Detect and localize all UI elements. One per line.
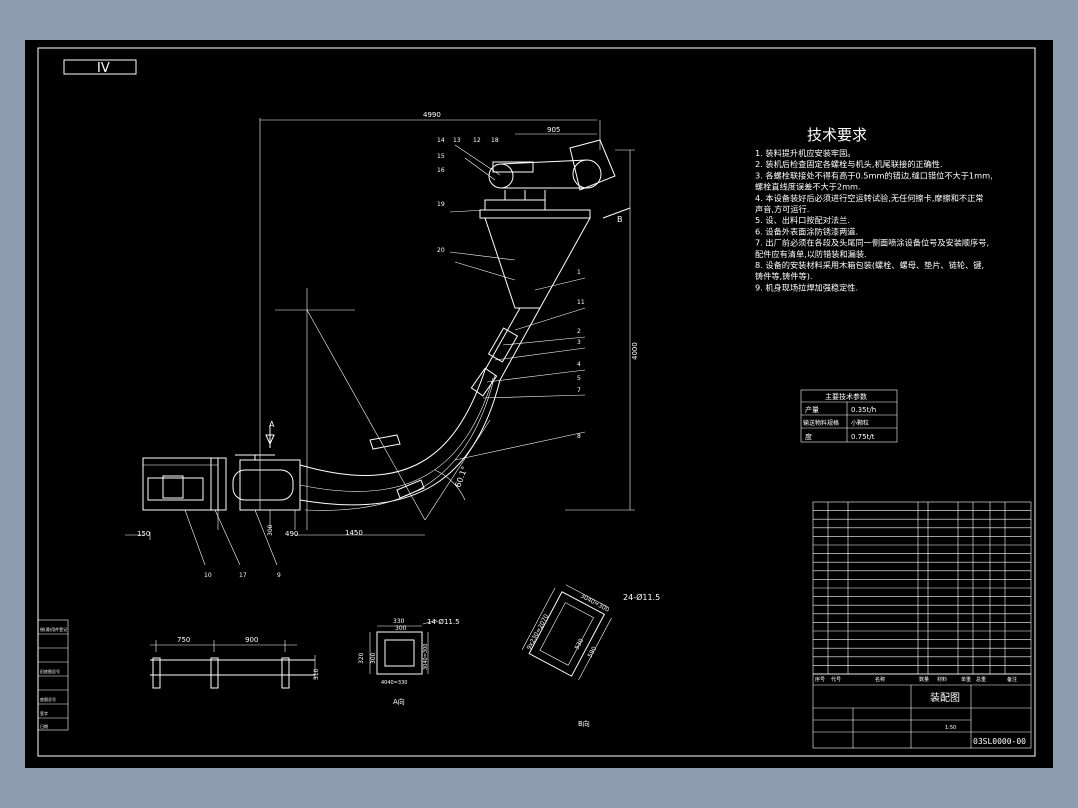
tech-req-line: 声音,方可运行.: [755, 204, 809, 214]
parts-list: 序号 代号 名称 数量 材料 单重 总重 备注: [812, 501, 1032, 683]
sheet-border: [37, 47, 1036, 757]
callout: 15: [437, 153, 445, 160]
callout: 13: [453, 137, 461, 144]
view-marker-a: A: [269, 420, 275, 429]
dim-angle: 60.1°: [453, 465, 469, 489]
callout: 1: [577, 269, 581, 276]
dim-height-total: 4000: [631, 342, 639, 360]
view-marker-b: B: [617, 215, 623, 224]
param-value: 0.35t/h: [851, 406, 876, 414]
tech-req-line: 配件应有清单,以防错装和漏装.: [755, 249, 867, 259]
params-title: 主要技术参数: [825, 392, 867, 401]
dim-150: 150: [137, 530, 150, 538]
callout: 14: [437, 137, 445, 144]
zone-label: IV: [97, 61, 110, 76]
technical-requirements: 技术要求 1. 装料提升机应安装牢固。2. 装机后检查固定各螺栓与机头,机尾联接…: [755, 126, 993, 292]
dim-a-right2: 3040=300: [423, 644, 429, 670]
dim-head-width: 905: [547, 126, 560, 134]
tech-req-line: 铸件等,铸件等).: [755, 271, 813, 281]
callout: 10: [204, 572, 212, 579]
bottom-plan-view: 750 900 310: [150, 636, 320, 689]
strip-cell: 旧底图总号: [40, 668, 60, 674]
header-cell: 材料: [937, 676, 947, 683]
callout: 5: [577, 375, 581, 382]
main-elevation-view: [125, 118, 635, 566]
dim-300: 300: [267, 524, 274, 536]
callout: 2: [577, 328, 581, 335]
dim-a-holes: 14-Ø11.5: [427, 618, 460, 626]
dim-a-330: 330: [393, 618, 405, 625]
tech-req-title: 技术要求: [807, 126, 867, 144]
callout: 8: [577, 433, 581, 440]
header-cell: 数量: [919, 676, 929, 683]
tech-req-line: 5. 设、出料口按配对法兰.: [755, 215, 850, 225]
header-cell: 总重: [976, 676, 986, 683]
header-cell: 序号: [815, 676, 825, 683]
dim-b-left: 9x230=2070: [526, 613, 551, 651]
dim-b-mid: 530: [574, 637, 586, 651]
param-name: 产量: [805, 405, 819, 414]
callout: 20: [437, 247, 445, 254]
dim-b-holes: 24-Ø11.5: [623, 592, 660, 602]
tech-req-line: 1. 装料提升机应安装牢固。: [755, 148, 855, 158]
strip-cell: 借(通)用件登记: [40, 626, 67, 632]
callout: 17: [239, 572, 247, 579]
callout: 11: [577, 299, 585, 306]
section-a-view: 330 300 14-Ø11.5 320 300 3040=300 4040=3…: [358, 618, 460, 706]
param-value: 0.75t/t: [851, 433, 875, 441]
tech-req-line: 4. 本设备装好后必须进行空运转试验,无任何擦卡,摩擦和不正常: [755, 193, 984, 203]
callout: 12: [473, 137, 481, 144]
dim-750: 750: [177, 636, 190, 644]
strip-cell: 签字: [40, 710, 48, 716]
callout: 16: [437, 167, 445, 174]
header-cell: 单重: [961, 676, 971, 683]
tech-req-line: 6. 设备外表面涂防锈漆两道.: [755, 226, 858, 236]
section-b-view: 3040=300 24-Ø11.5 9x230=2070 530 590 B向: [521, 584, 660, 728]
strip-cell: 底图总号: [40, 696, 56, 702]
drawing-scale: 1:50: [945, 725, 956, 731]
dim-a-right: 300: [370, 652, 377, 664]
callout: 18: [491, 137, 499, 144]
dim-900: 900: [245, 636, 258, 644]
param-name: 度: [805, 432, 812, 441]
left-strip: 借(通)用件登记 旧底图总号 底图总号 签字 日期: [37, 619, 69, 731]
dim-a-300: 300: [395, 625, 407, 632]
tech-req-line: 7. 出厂前必须在各段及头尾同一侧面喷涂设备位号及安装顺序号,: [755, 238, 989, 248]
title-block: 装配图 03SL0000-00 1:50: [812, 673, 1032, 749]
callout: 3: [577, 339, 581, 346]
drawing-title: 装配图: [930, 691, 960, 704]
dim-b-right: 590: [587, 645, 599, 659]
dim-a-left: 320: [358, 652, 365, 664]
callout: 9: [277, 572, 281, 579]
params-table: 主要技术参数 产量 0.35t/h 输送物料规格 小颗粒 度 0.75t/t: [800, 389, 898, 443]
callout: 7: [577, 387, 581, 394]
tech-req-line: 2. 装机后检查固定各螺栓与机头,机尾联接的正确性.: [755, 159, 943, 169]
view-title-a: A向: [393, 697, 405, 706]
cad-viewport[interactable]: IV 借(通)用件登记 旧底图总号 底图总号 签字 日期: [25, 40, 1053, 768]
param-name: 输送物料规格: [803, 419, 839, 427]
callout: 19: [437, 201, 445, 208]
dim-1450: 1450: [345, 529, 363, 537]
dim-490: 490: [285, 530, 298, 538]
drawing-canvas: IV 借(通)用件登记 旧底图总号 底图总号 签字 日期: [37, 47, 1036, 757]
tech-req-line: 螺栓直线度误差不大于2mm.: [755, 182, 861, 192]
tech-req-line: 9. 机身现场拉焊加强稳定性.: [755, 282, 858, 292]
view-title-b: B向: [578, 719, 590, 728]
param-value: 小颗粒: [851, 419, 869, 427]
callout: 4: [577, 361, 581, 368]
dim-width-total: 4990: [423, 111, 441, 119]
header-cell: 备注: [1007, 676, 1017, 683]
header-cell: 代号: [831, 676, 841, 683]
dim-a-bottom: 4040=330: [381, 680, 407, 686]
tech-req-line: 8. 设备的安装材料采用木箱包装(螺栓、螺母、垫片、链轮、键,: [755, 260, 984, 270]
tech-req-line: 3. 各螺栓联接处不得有高于0.5mm的错边,缝口错位不大于1mm,: [755, 170, 993, 180]
drawing-number: 03SL0000-00: [973, 737, 1026, 746]
dim-310: 310: [313, 668, 320, 680]
header-cell: 名称: [875, 676, 885, 683]
callout-numbers: 14 13 12 18 15 16 19 20 1 11 2 3 4 5 7 8…: [204, 137, 585, 579]
strip-cell: 日期: [40, 723, 48, 729]
zone-box: [63, 59, 137, 75]
